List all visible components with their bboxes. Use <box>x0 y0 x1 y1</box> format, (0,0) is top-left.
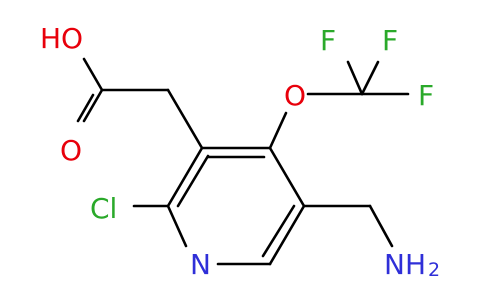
carbonyl-oxygen-label: O <box>60 134 82 167</box>
bond-ch2-nh2 <box>368 204 394 248</box>
amine-label: NH <box>384 248 426 281</box>
ether-oxygen-label: O <box>284 79 306 112</box>
hydroxyl-label: HO <box>40 22 83 55</box>
bond-c-f1 <box>346 60 364 96</box>
bond-c2-c3 <box>166 146 204 208</box>
aminomethyl-group <box>302 204 394 248</box>
bond-c2-c3-double <box>176 154 210 208</box>
bond-c4-c5 <box>268 146 306 208</box>
fluorine-label-2: F <box>382 24 398 57</box>
pyridine-ring <box>166 146 306 266</box>
fluorine-label-3: F <box>418 79 434 112</box>
amine-subscript: 2 <box>428 259 440 281</box>
bond-c-oh <box>82 57 104 92</box>
trifluoromethoxy-group <box>268 60 410 150</box>
chlorine-label: Cl <box>90 192 117 225</box>
bond-c5-c6 <box>268 204 306 266</box>
bond-c5-c6-double <box>261 204 296 258</box>
bond-n-c2 <box>166 204 188 248</box>
acetic-acid-group <box>76 57 204 150</box>
bond-c-f2 <box>360 60 380 96</box>
fluorine-label-1: F <box>320 24 336 57</box>
bond-c-o <box>82 88 104 123</box>
bond-c4-o <box>268 111 288 150</box>
bond-c-o-double <box>76 93 95 123</box>
ring-nitrogen-label: N <box>190 248 211 281</box>
bond-c3-ch2 <box>166 88 204 150</box>
